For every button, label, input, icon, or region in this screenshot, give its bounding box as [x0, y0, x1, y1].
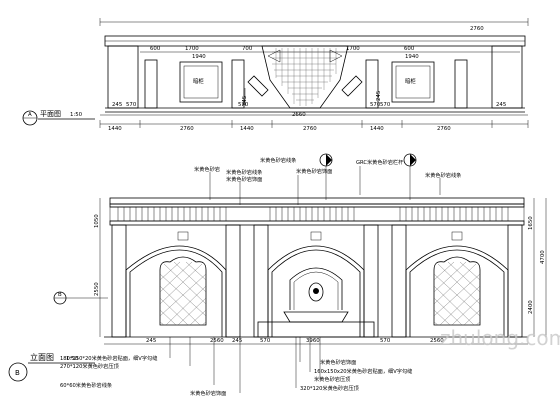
elevation-bottom-dim: 570 [260, 338, 271, 344]
plan-scale: 1:50 [70, 112, 83, 118]
arches [125, 245, 509, 337]
plan-bottom-dim: 1440 [108, 126, 122, 132]
elevation-note: 180*150*20米黄色砂岩贴面，细V字勾缝 [60, 354, 157, 362]
plan-top-dim: 700 [242, 46, 253, 52]
height-dim: 1650 [528, 216, 534, 230]
elevation-note: 米黄色砂岩线条 [425, 171, 461, 179]
height-dim: 1050 [94, 214, 100, 228]
elevation-note: GRC米黄色砂岩栏杆 [356, 158, 403, 166]
elevation-bottom-dim: 2560 [430, 338, 444, 344]
fountain-plan [261, 45, 349, 109]
watermark: zhulong.com [440, 326, 560, 350]
elevation-note: 米黄色砂岩压顶 [314, 375, 350, 383]
plan-bottom-dim: 2760 [303, 126, 317, 132]
section-marker-label: B [58, 292, 62, 298]
height-dim: 2550 [94, 282, 100, 296]
plan-side-dim: 245 [496, 102, 506, 108]
elevation-note: 米黄色砂岩线条 [226, 168, 262, 176]
plan-top-dim: 1700 [346, 46, 360, 52]
plan-top-dim: 600 [150, 46, 161, 52]
plan-inner-dim: 1940 [192, 54, 206, 60]
elevation-marker-circle [8, 362, 28, 382]
plan-bottom-dim: 2760 [180, 126, 194, 132]
plan-side-dim: 245 [376, 91, 382, 101]
plan-bottom-dim: 1440 [370, 126, 384, 132]
room-label: 暗柜 [193, 77, 204, 85]
plan-top-dim: 2760 [470, 26, 484, 32]
elevation-bottom-dim: 245 [232, 338, 242, 344]
balustrade [109, 206, 525, 222]
room-label: 暗柜 [405, 77, 416, 85]
elevation-view: 米黄色砂岩 米黄色砂岩线条 米黄色砂岩饰面 米黄色砂岩线条 米黄色砂岩饰面 GR… [8, 153, 547, 397]
plan-inner-dim: 1940 [405, 54, 419, 60]
height-dim: 4700 [540, 250, 546, 264]
elevation-title: 立面图 [30, 352, 54, 362]
elevation-note: 160x150x20米黄色砂岩贴面，细V字勾缝 [314, 367, 412, 375]
plan-side-dim: 570 [370, 102, 381, 108]
elevation-bottom-dim: 245 [146, 338, 156, 344]
plan-side-dim: 570 [380, 102, 391, 108]
plan-top-dim: 1700 [185, 46, 199, 52]
elevation-marker-label: B [15, 369, 20, 377]
fountain-niche [257, 267, 375, 338]
pilasters [111, 224, 523, 338]
elevation-note: 米黄色砂岩饰面 [296, 167, 332, 175]
lattice-panel-right [433, 256, 481, 326]
plan-bottom-dim: 2760 [437, 126, 451, 132]
elevation-note: 米黄色砂岩饰面 [190, 389, 226, 397]
plan-bottom-dim: 1440 [240, 126, 254, 132]
plan-side-dim: 245 [242, 96, 248, 106]
elevation-bottom-dim: 2560 [210, 338, 224, 344]
elevation-note: 米黄色砂岩饰面 [320, 358, 356, 366]
elevation-note: 320*120米黄色砂岩压顶 [300, 384, 359, 392]
plan-side-dim: 245 [112, 102, 122, 108]
elevation-note: 米黄色砂岩饰面 [226, 175, 262, 183]
plan-title: 平面图 [40, 110, 61, 118]
elevation-note: 米黄色砂岩 [194, 165, 220, 173]
elevation-note: 米黄色砂岩线条 [260, 156, 296, 164]
elevation-scale: 1:50 [66, 356, 79, 362]
plan-top-dim: 600 [404, 46, 415, 52]
plan-marker-label: A [28, 112, 32, 118]
elevation-bottom-dim: 570 [380, 338, 391, 344]
lattice-panel-left [159, 256, 207, 326]
height-dim: 2400 [528, 300, 534, 314]
plan-side-dim: 570 [238, 102, 249, 108]
plan-side-dim: 570 [126, 102, 137, 108]
plan-view: 600 1700 700 1700 600 2760 暗柜 暗柜 [22, 18, 529, 132]
elevation-note: 60*60米黄色砂岩线条 [60, 381, 112, 389]
elevation-note: 270*120米黄色砂岩压顶 [60, 362, 119, 370]
lion-head-icon [308, 282, 324, 302]
elevation-bottom-dim: 3960 [306, 338, 320, 344]
